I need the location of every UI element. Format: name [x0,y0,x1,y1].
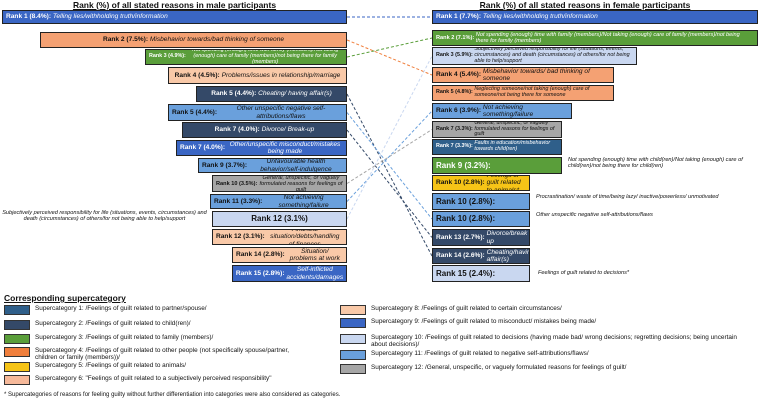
connector-line-8 [346,110,433,202]
male-rank-14-box: Rank 14 (2.8%): Situation/ problems at w… [232,247,347,263]
female-rank-10c-box: Rank 10 (2.8%): [432,211,530,227]
connector-line-6 [346,129,433,238]
legend-item-5: Supercategory 5: /Feelings of guilt rela… [4,362,294,372]
legend-item-8: Supercategory 8: /Feelings of guilt rela… [340,305,740,315]
male-rank-7b-box: Rank 7 (4.0%): Other/unspecific miscondu… [176,140,347,156]
female-rank-4-box: Rank 4 (5.4%): Misbehavior towards/ bad … [432,67,614,83]
female-rank-3-box: Rank 3 (5.9%): Subjectively perceived re… [432,47,637,65]
female-rank-10a-box: Rank 10 (2.8%): Feelings of guilt relate… [432,175,530,191]
female-rank-13-box: Rank 13 (2.7%): Divorce/break up [432,229,530,246]
male-rank-1-box: Rank 1 (8.4%): Telling lies/withholding … [2,10,347,24]
connector-line-9 [346,55,433,220]
male-rank-15-box: Rank 15 (2.8%): Self-inflicted accidents… [232,265,347,282]
male-rank-2-box: Rank 2 (7.5%): Misbehavior towards/bad t… [40,32,347,48]
legend-swatch-5 [4,362,30,372]
legend-item-11: Supercategory 11: /Feelings of guilt rel… [340,350,740,360]
legend-title: Corresponding supercategory [4,293,126,303]
female-rank-10a-note: Procrastination/ waste of time/being laz… [536,194,719,200]
female-rank-14-box: Rank 14 (2.6%): Cheating/having affair(s… [432,248,530,264]
male-rank-12b-box: Rank 12 (3.1%): Financial situation/debt… [212,229,347,245]
legend-item-10: Supercategory 10: /Feelings of guilt rel… [340,334,750,348]
female-rank-5-box: Rank 5 (4.8%): Neglecting someone/not ta… [432,85,614,101]
male-rank-7a-box: Rank 7 (4.0%): Divorce/ Break-up [182,122,347,138]
male-header: Rank (%) of all stated reasons in male p… [72,0,277,10]
connector-line-5 [346,112,433,220]
legend-swatch-2 [4,320,30,330]
footnote: * Supercategories of reasons for feeling… [4,392,341,398]
legend-swatch-8 [340,305,366,315]
connector-lines [346,16,433,257]
legend-swatch-10 [340,334,366,344]
connector-line-2 [346,39,433,76]
female-rank-15-note: Feelings of guilt related to decisions* [538,270,630,276]
legend-swatch-1 [4,305,30,315]
legend-item-3: Supercategory 3: /Feelings of guilt rela… [4,334,294,344]
male-rank-12a-box: Rank 12 (3.1%) [212,211,347,227]
legend-item-6: Supercategory 6: "Feelings of guilt rela… [4,375,294,385]
female-rank-10b-box: Rank 10 (2.8%): [432,193,530,210]
male-rank-11-box: Rank 11 (3.3%): Not achieving something/… [210,194,347,209]
legend-item-4: Supercategory 4: /Feelings of guilt rela… [4,347,304,361]
female-rank-10b-note: Other unspecific negative self-attributi… [536,212,653,218]
female-rank-15-box: Rank 15 (2.4%): [432,265,530,282]
legend-item-2: Supercategory 2: /Feelings of guilt rela… [4,320,294,330]
female-rank-9-box: Rank 9 (3.2%): [432,157,562,174]
male-rank-12-note: Subjectively perceived responsibility fo… [2,210,207,223]
female-rank-6-box: Rank 6 (3.9%): Not achieving something/f… [432,103,572,119]
legend-item-12: Supercategory 12: /General, unspecific, … [340,364,740,374]
connector-line-4 [346,93,433,257]
male-rank-4-box: Rank 4 (4.5%): Problems/issues in relati… [168,67,347,84]
female-rank-9-note: Not spending (enough) time with child(re… [568,157,743,170]
male-rank-10-box: Rank 10 (3.5%): General, unspecific, or … [212,175,347,192]
male-rank-5b-box: Rank 5 (4.4%): Other unspecific negative… [168,104,347,121]
legend-swatch-9 [340,318,366,328]
female-header: Rank (%) of all stated reasons in female… [479,0,691,10]
female-rank-7b-box: Rank 7 (3.3%): Faults in education/misbe… [432,139,562,155]
legend-swatch-3 [4,334,30,344]
female-rank-1-box: Rank 1 (7.7%): Telling lies/withholding … [432,10,758,24]
male-rank-5a-box: Rank 5 (4.4%): Cheating/ having affair(s… [196,86,347,102]
female-rank-7a-box: Rank 7 (3.3%): General, unspecific, or v… [432,121,562,138]
legend-swatch-11 [340,350,366,360]
legend-item-1: Supercategory 1: /Feelings of guilt rela… [4,305,294,315]
legend-swatch-12 [340,364,366,374]
male-rank-3-box: Rank 3 (4.9%): Not spending (enough) tim… [145,49,347,65]
legend-swatch-4 [4,347,30,357]
legend-swatch-6 [4,375,30,385]
male-rank-9-box: Rank 9 (3.7%): Unfavourable health behav… [198,158,347,173]
connector-line-3 [346,37,433,58]
female-rank-2-box: Rank 2 (7.1%): Not spending (enough) tim… [432,30,758,46]
legend-item-9: Supercategory 9: /Feelings of guilt rela… [340,318,740,328]
